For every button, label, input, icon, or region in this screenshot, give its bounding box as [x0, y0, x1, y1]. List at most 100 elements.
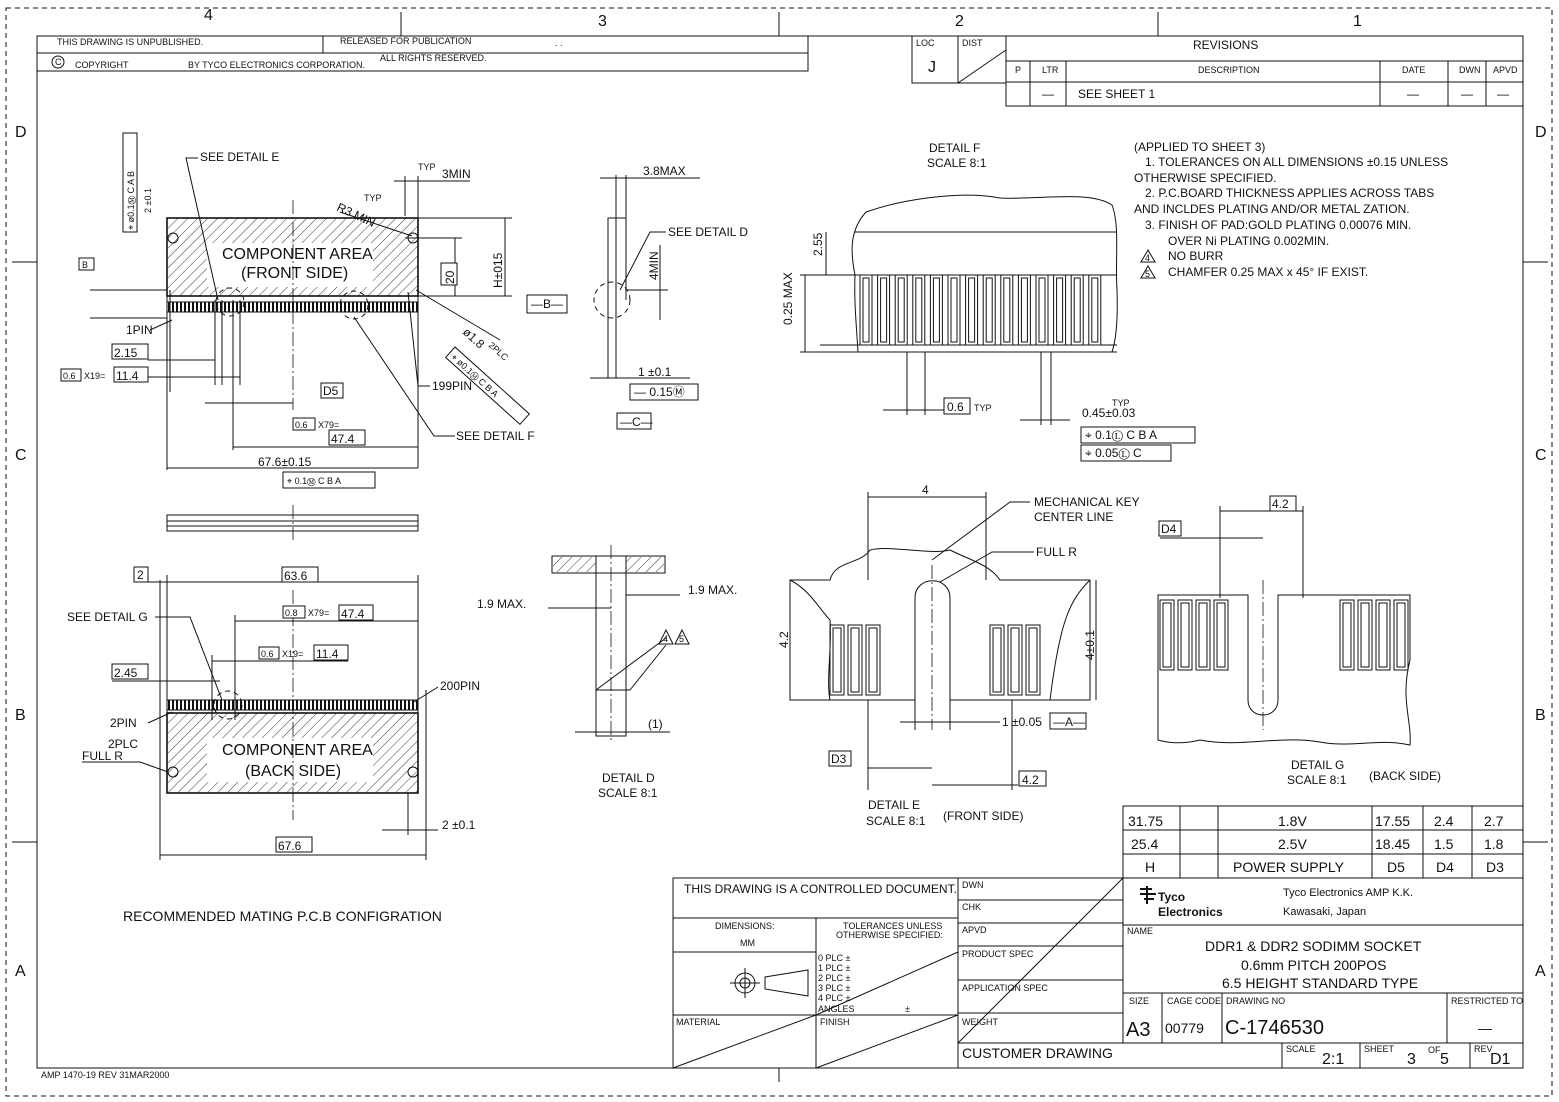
back-plc: 2PLC — [108, 737, 138, 751]
tb-controlled: THIS DRAWING IS A CONTROLLED DOCUMENT. — [684, 882, 957, 896]
tb-name-2: 0.6mm PITCH 200POS — [1241, 957, 1387, 973]
detail-d-title: DETAIL D — [602, 771, 655, 785]
front-d5: D5 — [323, 384, 339, 398]
detail-e-left: 4.2 — [777, 631, 791, 648]
tb-chk: CHK — [962, 902, 981, 912]
rev-col-p: P — [1015, 65, 1021, 75]
svg-text:TYP: TYP — [418, 162, 436, 172]
tb-weight: WEIGHT — [962, 1017, 998, 1027]
detail-f-pad — [965, 274, 979, 346]
back-dim-47-4: 47.4 — [341, 607, 365, 621]
detail-g-pad — [1375, 599, 1391, 671]
detail-g-pad — [1357, 599, 1373, 671]
datum-a: —A— — [1053, 715, 1085, 729]
detail-e-pad — [989, 624, 1005, 696]
tb-product-spec: PRODUCT SPEC — [962, 949, 1034, 959]
detail-f-pad-inner — [1091, 277, 1099, 343]
detail-e-pad — [1025, 624, 1041, 696]
zone-left-a: A — [15, 963, 26, 980]
detail-g-pad-inner — [1162, 602, 1172, 668]
side-view: 3.8MAX SEE DETAIL D 4MIN 1 ±0.1 — 0.15Ⓜ … — [590, 164, 748, 430]
note-3a: 3. FINISH OF PAD:GOLD PLATING 0.00076 MI… — [1145, 218, 1411, 232]
tb-sheet-label: SHEET — [1364, 1044, 1395, 1054]
tb-sheets: 5 — [1440, 1051, 1449, 1068]
tb-angles: ANGLES — [818, 1004, 855, 1014]
tb-cage: 00779 — [1165, 1020, 1204, 1036]
tb-size: A3 — [1126, 1019, 1150, 1041]
sheet-frame — [5, 7, 1553, 1097]
front-pitch-0-6: 0.6 — [63, 371, 76, 381]
detail-e-pad-inner — [832, 627, 842, 693]
detail-e-side: (FRONT SIDE) — [943, 809, 1023, 823]
detail-f-pad-inner — [1003, 277, 1011, 343]
vt-r3-d5: D5 — [1387, 859, 1405, 875]
zone-left-c: C — [15, 447, 27, 464]
detail-g-side: (BACK SIDE) — [1369, 769, 1441, 783]
detail-f-pad-inner — [862, 277, 870, 343]
tb-name-label: NAME — [1127, 926, 1153, 936]
detail-f-pad — [947, 274, 961, 346]
detail-g: 4.2 D4 DETAIL G SCALE 8:1 (BACK SIDE) — [1157, 495, 1441, 787]
back-see-detail-g: SEE DETAIL G — [67, 610, 148, 624]
front-vertical-dim: 2 ±0.1 — [143, 188, 153, 213]
detail-f-pad-inner — [1056, 277, 1064, 343]
tb-tol-0: 0 PLC ± — [818, 953, 851, 963]
svg-text:4: 4 — [1145, 253, 1150, 263]
tb-logo-2: Electronics — [1158, 905, 1223, 919]
side-board — [607, 217, 617, 379]
copyright-text: COPYRIGHT — [75, 60, 129, 70]
detail-e-mech-1: MECHANICAL KEY — [1034, 495, 1140, 509]
tb-sheet: 3 — [1407, 1051, 1416, 1068]
detail-e-d3: D3 — [831, 752, 847, 766]
tb-scale: 2:1 — [1322, 1051, 1344, 1068]
back-view: COMPONENT AREA (BACK SIDE) 2 63.6 SEE DE… — [67, 566, 480, 924]
detail-g-scale: SCALE 8:1 — [1287, 773, 1347, 787]
detail-g-pad-inner — [1396, 602, 1406, 668]
loc-label: LOC — [916, 38, 935, 48]
detail-f-pad — [877, 274, 891, 346]
detail-g-title: DETAIL G — [1291, 758, 1344, 772]
rev-row-dwn: — — [1461, 87, 1473, 101]
detail-e-full-r: FULL R — [1036, 545, 1077, 559]
revisions-table: REVISIONS P LTR DESCRIPTION DATE DWN APV… — [1005, 35, 1524, 107]
revisions-title: REVISIONS — [1193, 38, 1258, 52]
back-dim-2-01: 2 ±0.1 — [442, 818, 476, 832]
projection-symbol-icon — [730, 968, 809, 998]
front-width-dim: 67.6±0.15 — [258, 455, 312, 469]
detail-d-one: (1) — [648, 717, 663, 731]
back-pad-row — [166, 699, 419, 711]
back-pin200: 200PIN — [440, 679, 480, 693]
detail-e-pads — [829, 624, 1041, 696]
side-see-detail-d: SEE DETAIL D — [668, 225, 748, 239]
detail-g-pad — [1177, 599, 1193, 671]
detail-f-0-25: 0.25 MAX — [781, 272, 795, 325]
vt-r1-d4: 2.4 — [1434, 813, 1454, 829]
detail-g-pad-inner — [1378, 602, 1388, 668]
zone-left-b: B — [15, 707, 26, 724]
back-dim-11-4: 11.4 — [316, 647, 339, 661]
detail-g-outline — [1157, 594, 1411, 746]
rev-row-apvd: — — [1497, 87, 1509, 101]
detail-f-pad-inner — [932, 277, 940, 343]
detail-f-outline — [851, 194, 1118, 353]
tb-rev-label: REV — [1474, 1044, 1493, 1054]
detail-d-flag-4-icon — [658, 628, 674, 645]
tb-dims-label: DIMENSIONS: — [715, 921, 775, 931]
zone-right-d: D — [1535, 124, 1547, 141]
dist-label: DIST — [962, 38, 983, 48]
tb-restricted-label: RESTRICTED TO — [1451, 996, 1523, 1006]
detail-f-pads — [859, 274, 1102, 346]
svg-text:X19=: X19= — [84, 371, 105, 381]
detail-f-pad-inner — [897, 277, 905, 343]
rights-text: ALL RIGHTS RESERVED. — [380, 53, 487, 63]
front-hole-dim: ø1.8 — [460, 325, 487, 352]
svg-text:X79=: X79= — [318, 420, 339, 430]
svg-text:5: 5 — [679, 634, 684, 644]
front-hole-plc: 2PLC — [487, 340, 511, 363]
zone-top-1: 1 — [1353, 13, 1362, 30]
detail-f-pad — [1053, 274, 1067, 346]
svg-text:5: 5 — [1145, 269, 1150, 279]
tb-application-spec: APPLICATION SPEC — [962, 983, 1048, 993]
detail-f-pad — [982, 274, 996, 346]
